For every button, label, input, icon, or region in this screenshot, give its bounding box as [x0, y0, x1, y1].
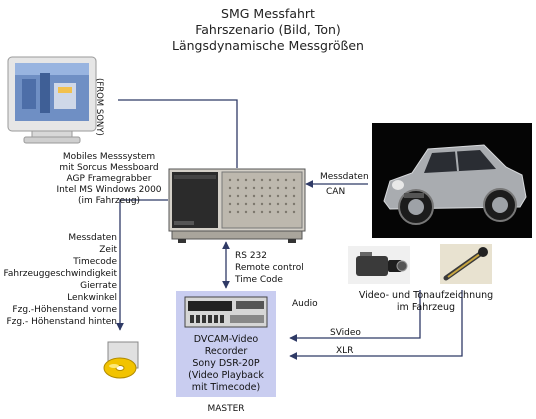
pc-caption: Mobiles Messsystem mit Sorcus Messboard …: [52, 152, 166, 207]
monitor-side-label: (FROM SONY): [94, 78, 104, 136]
xlr-arrow: [289, 290, 463, 360]
recorder-line: DVCAM-Video: [193, 334, 259, 345]
rs232-line: RS 232: [235, 251, 268, 261]
av-capture-line: Video- und Tonaufzeichnung: [358, 290, 494, 301]
measurement-item: Gierrate: [80, 281, 117, 291]
measurement-item: Zeit: [99, 245, 117, 255]
recorder-caption: DVCAM-Video Recorder Sony DSR-20P (Video…: [176, 334, 276, 394]
recorder-line: mit Timecode): [191, 382, 261, 393]
recorder-image: [184, 296, 268, 328]
measurement-list: Messdaten Zeit Timecode Fahrzeuggeschwin…: [0, 232, 118, 328]
pc-caption-line: Intel MS Windows 2000: [56, 185, 162, 195]
measurement-item: Messdaten: [68, 233, 117, 243]
svideo-label: SVideo: [330, 328, 361, 338]
pc-caption-line: Mobiles Messsystem: [62, 152, 156, 162]
rs232-labels: RS 232 Remote control Time Code: [235, 250, 304, 286]
can-label-messdaten: Messdaten: [320, 172, 369, 182]
recorder-line: Recorder: [204, 346, 248, 357]
measurement-item: Fahrzeuggeschwindigkeit: [3, 269, 118, 279]
cd-storage-image: [100, 338, 146, 384]
audio-label: Audio: [292, 299, 318, 309]
diagram-subtitle-2: Längsdynamische Messgrößen: [172, 38, 364, 53]
rs232-line: Time Code: [235, 275, 283, 285]
measurement-item: Timecode: [73, 257, 117, 267]
microphone-image: [440, 244, 492, 284]
measurement-item: Fzg.- Höhenstand hinten: [6, 317, 118, 327]
can-label-can: CAN: [326, 187, 346, 197]
measurement-arrow: [116, 199, 168, 331]
xlr-label: XLR: [336, 346, 354, 356]
camera-image: [348, 246, 410, 284]
car-image: [372, 123, 532, 238]
pc-caption-line: AGP Framegrabber: [66, 174, 152, 184]
av-capture-caption: Video- und Tonaufzeichnung im Fahrzeug: [344, 290, 508, 314]
recorder-master-label: MASTER: [207, 404, 245, 414]
measurement-item: Lenkwinkel: [67, 293, 117, 303]
svideo-arrow: [289, 290, 421, 342]
recorder-line: Sony DSR-20P: [192, 358, 260, 369]
diagram-title: SMG Messfahrt: [221, 6, 315, 21]
pc-caption-line: mit Sorcus Messboard: [59, 163, 159, 173]
pc-caption-line: (im Fahrzeug): [77, 196, 141, 206]
rs232-line: Remote control: [235, 263, 304, 273]
diagram-subtitle: Fahrszenario (Bild, Ton): [195, 22, 341, 37]
av-capture-line: im Fahrzeug: [396, 302, 456, 313]
recorder-line: (Video Playback: [188, 370, 264, 381]
monitor-pc-line: [118, 99, 238, 168]
monitor-image: [7, 56, 97, 144]
measurement-pc-image: [168, 168, 306, 243]
measurement-item: Fzg.-Höhenstand vorne: [12, 305, 117, 315]
